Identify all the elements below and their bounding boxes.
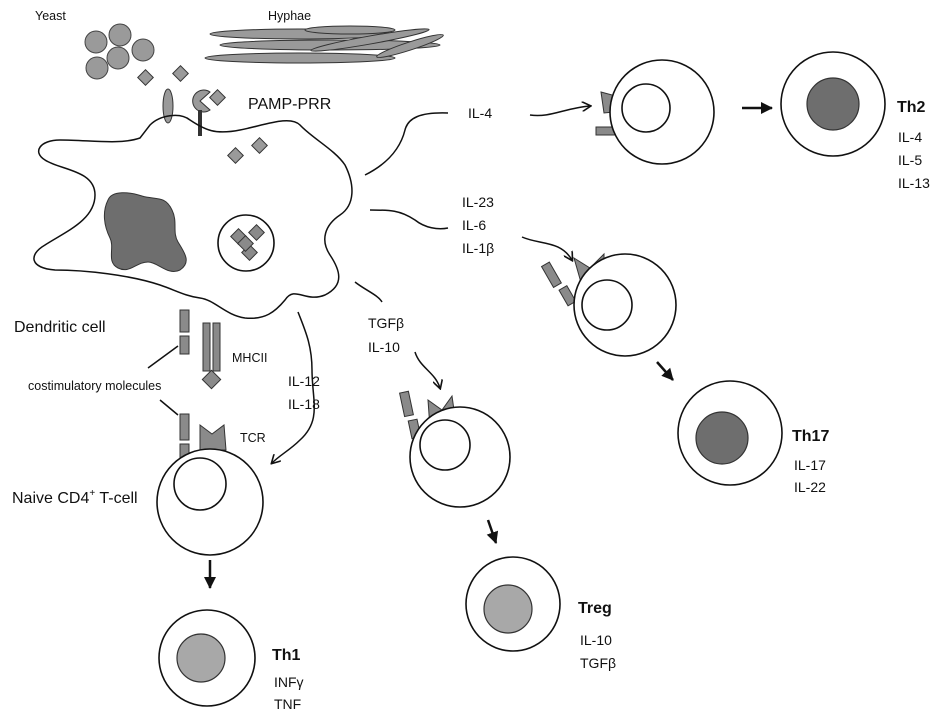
prr-receptor	[162, 88, 174, 124]
treg-cell	[465, 556, 561, 652]
th1-cytokine: IL-18	[288, 396, 320, 412]
naive-t-cell	[156, 448, 264, 556]
mhcii-chain	[212, 322, 221, 372]
th17-precursor-cell	[540, 252, 677, 357]
th17-subset-label: Th17	[792, 428, 829, 445]
th1-product: TNF	[274, 696, 301, 712]
pamp-particle	[137, 69, 154, 86]
mhcii-label: MHCII	[232, 351, 267, 365]
th17-cell-nucleus	[695, 411, 749, 465]
th17-product: IL-22	[794, 479, 826, 495]
th2-product: IL-4	[898, 129, 922, 145]
dendritic-cell-label: Dendritic cell	[14, 319, 106, 336]
hypha	[376, 34, 444, 58]
treg-product: TGFβ	[580, 655, 616, 671]
dc-nucleus	[103, 192, 187, 272]
costim-pointer-upper	[147, 345, 179, 369]
th1-cytokine-path	[272, 311, 315, 463]
th17-costim	[540, 261, 563, 289]
th17-cytokine: IL-6	[462, 217, 486, 233]
th17-cytokine: IL-1β	[462, 240, 494, 256]
naive-t-cell-nucleus	[173, 457, 227, 511]
th1-cell-nucleus	[176, 633, 226, 683]
treg-connector	[354, 281, 383, 303]
treg-precursor-cell	[398, 390, 511, 508]
hyphae-group: Hyphae	[204, 9, 444, 64]
th17-cytokine: IL-23	[462, 194, 494, 210]
yeast-cell	[84, 30, 108, 54]
costim-molecule	[179, 335, 190, 355]
tcr-label: TCR	[240, 431, 266, 445]
costim-molecule	[179, 309, 190, 333]
treg-costim	[398, 390, 414, 418]
th17-connector	[369, 209, 449, 230]
treg-product: IL-10	[580, 632, 612, 648]
tcr-costim	[179, 413, 190, 441]
prr-stalk	[198, 110, 202, 136]
th2-cytokine-path	[529, 106, 590, 117]
mhcii-chain	[202, 322, 211, 372]
yeast-cell	[108, 23, 132, 47]
treg-cytokine: TGFβ	[368, 315, 404, 331]
yeast-cell	[131, 38, 155, 62]
yeast-label: Yeast	[35, 9, 66, 23]
treg-precursor-nucleus	[419, 419, 471, 471]
treg-cytokine-path	[414, 351, 440, 388]
th2-subset-label: Th2	[897, 99, 926, 116]
phagosome-particles	[230, 224, 265, 261]
pamp-particle	[251, 137, 268, 154]
pamp-particle	[172, 65, 189, 82]
th2-cell-nucleus	[806, 77, 860, 131]
yeast-cell	[85, 56, 109, 80]
hypha	[204, 52, 396, 64]
th1-cytokine: IL-12	[288, 373, 320, 389]
prr-receptors	[162, 88, 211, 136]
pamp-prr-label: PAMP-PRR	[248, 96, 331, 113]
th2-product: IL-5	[898, 152, 922, 168]
treg-differentiation-arrow	[486, 519, 499, 544]
th2-precursor-nucleus	[621, 83, 671, 133]
th2-product: IL-13	[898, 175, 930, 191]
th1-product: INFγ	[274, 674, 304, 690]
th2-cytokine: IL-4	[468, 105, 492, 121]
th17-costim	[558, 285, 577, 307]
yeast-group: Yeast	[35, 9, 155, 80]
costim-pointer-lower	[159, 399, 179, 416]
treg-subset-label: Treg	[578, 600, 612, 617]
yeast-cell	[106, 46, 130, 70]
pamp-particles	[137, 65, 268, 164]
th1-cell	[158, 609, 256, 707]
synapse-molecules	[179, 309, 227, 463]
th2-connector	[364, 112, 449, 176]
th2-precursor-cell	[595, 59, 715, 165]
th17-precursor-nucleus	[581, 279, 633, 331]
treg-cytokine: IL-10	[368, 339, 400, 355]
dendritic-cell-membrane	[33, 114, 353, 320]
th17-cytokine-path	[521, 236, 572, 260]
treg-cell-nucleus	[483, 584, 533, 634]
th1-subset-label: Th1	[272, 647, 301, 664]
hypha	[310, 28, 430, 52]
peptide	[201, 369, 222, 390]
th17-product: IL-17	[794, 457, 826, 473]
pamp-particle	[227, 147, 244, 164]
prr-cup-receptor	[192, 89, 211, 113]
naive-t-cell-label: Naive CD4+ T-cell	[12, 488, 138, 507]
th17-differentiation-arrow	[656, 361, 674, 381]
tcr-receptor	[199, 424, 227, 451]
th17-cell	[677, 380, 783, 486]
pamp-particle	[209, 89, 226, 106]
th2-cell	[780, 51, 886, 157]
hypha	[304, 25, 396, 35]
hyphae-label: Hyphae	[268, 9, 311, 23]
costimulatory-label: costimulatory molecules	[28, 379, 161, 393]
